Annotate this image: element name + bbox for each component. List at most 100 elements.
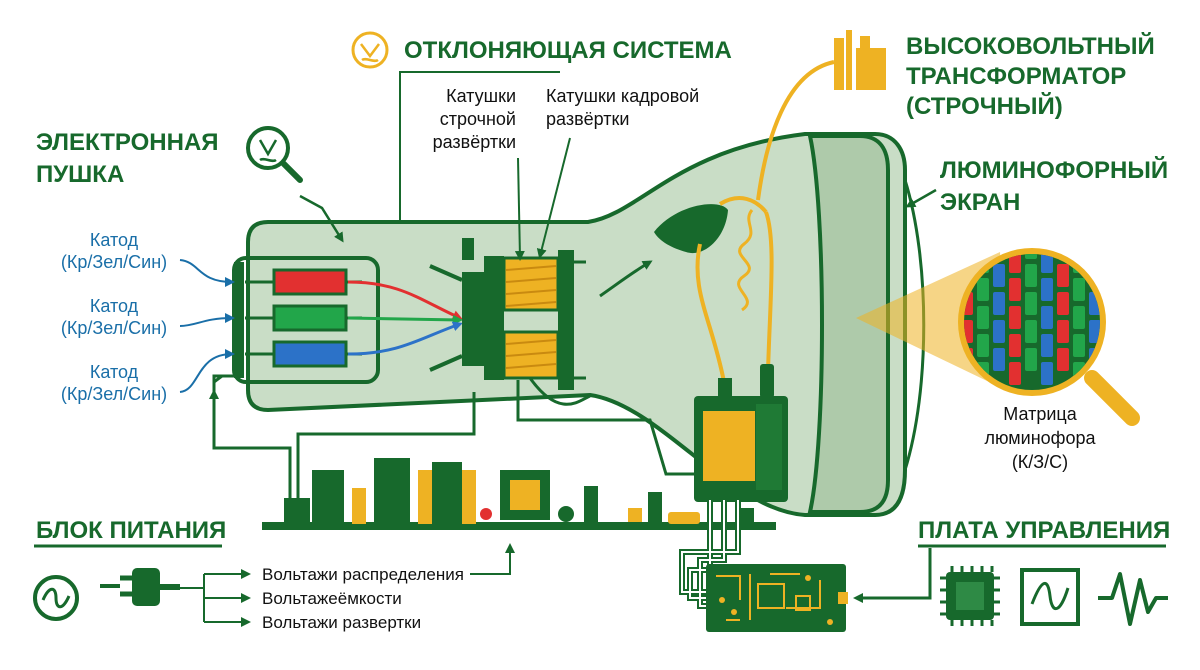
phosphor-label-2: люминофора (984, 428, 1096, 448)
crt-screen-face (807, 134, 890, 514)
phosphor-grid (964, 254, 1100, 385)
phosphor-dot (1073, 334, 1085, 357)
coil-v-label-1: Катушки кадровой (546, 86, 699, 106)
screen-leader (905, 188, 937, 208)
cathode-arrow-3 (179, 349, 235, 393)
cathode-label-3a: Катод (90, 362, 139, 382)
power-up-arrow (470, 543, 515, 575)
transformer-heading-3: (СТРОЧНЫЙ) (906, 92, 1063, 120)
phosphor-dot (964, 320, 973, 343)
transformer-icon (834, 30, 886, 90)
cathode-label-2b: (Кр/Зел/Син) (61, 318, 167, 338)
coil-h-label-3: развёртки (433, 132, 516, 152)
gun-leader (299, 194, 344, 243)
beam-red (347, 280, 463, 320)
wire-gun-to-board-b (296, 392, 476, 498)
transformer-lead (756, 60, 835, 201)
cathode-green (245, 304, 362, 332)
gun-heading-2: ПУШКА (36, 161, 124, 188)
phosphor-dot (993, 348, 1005, 371)
gun-heading-1: ЭЛЕКТРОННАЯ (36, 129, 219, 156)
phosphor-dot (1057, 320, 1069, 343)
power-output-2: Вольтажеёмкости (262, 589, 402, 608)
hv-spring (737, 209, 754, 312)
phosphor-dot (1025, 320, 1037, 343)
beam-blue (347, 321, 463, 356)
anode-wire (718, 196, 768, 214)
coil-h-leader (514, 157, 525, 261)
cathode-label-3b: (Кр/Зел/Син) (61, 384, 167, 404)
power-split (180, 573, 248, 623)
cathode-blue (245, 340, 362, 368)
phosphor-dot (993, 320, 1005, 343)
phosphor-dot (1009, 306, 1021, 329)
phosphor-dot (1073, 278, 1085, 301)
phosphor-dot (1009, 362, 1021, 385)
phosphor-dot (1009, 334, 1021, 357)
control-heading: ПЛАТА УПРАВЛЕНИЯ (918, 517, 1170, 544)
phosphor-label-3: (К/З/С) (1012, 452, 1068, 472)
beam-green (347, 314, 463, 325)
wire-yoke-top (528, 377, 591, 406)
ac-plug-icon (33, 568, 180, 621)
magnifier-wave-icon (246, 126, 303, 183)
phosphor-dot (1089, 320, 1100, 343)
phosphor-dot (977, 334, 989, 357)
sine-wave-circle-icon (351, 31, 389, 69)
phosphor-dot (964, 254, 973, 259)
cathode-red (245, 268, 362, 296)
phosphor-dot (1041, 306, 1053, 329)
cathode-label-1a: Катод (90, 230, 139, 250)
phosphor-dot (1009, 278, 1021, 301)
coil-v-leader (536, 137, 571, 259)
phosphor-dot (1041, 334, 1053, 357)
beam-to-screen (599, 260, 653, 298)
coil-v-label-2: развёртки (546, 109, 629, 129)
phosphor-dot (977, 306, 989, 329)
phosphor-dot (1041, 362, 1053, 385)
power-output-1: Вольтажи распределения (262, 565, 464, 584)
phosphor-dot (1041, 278, 1053, 301)
deflection-heading: ОТКЛОНЯЮЩАЯ СИСТЕМА (404, 37, 732, 64)
phosphor-dot (964, 292, 973, 315)
phosphor-label-1: Матрица (1003, 404, 1077, 424)
transformer-heading-1: ВЫСОКОВОЛЬТНЫЙ (906, 32, 1155, 60)
oscilloscope-sine-icon (1020, 568, 1080, 626)
gun-stubs (429, 264, 463, 372)
power-board (262, 458, 776, 530)
phosphor-dot (1025, 264, 1037, 287)
cathode-arrow-1 (179, 259, 235, 287)
power-heading: БЛОК ПИТАНИЯ (36, 517, 226, 544)
phosphor-dot (1057, 264, 1069, 287)
phosphor-dot (993, 264, 1005, 287)
cathode-label-1b: (Кр/Зел/Син) (61, 252, 167, 272)
control-arrow (853, 548, 932, 603)
transformer-heading-2: ТРАНСФОРМАТОР (906, 63, 1126, 90)
phosphor-dot (1025, 292, 1037, 315)
chip-icon (940, 566, 1000, 626)
deflection-yoke (462, 238, 586, 390)
phosphor-dot (1025, 348, 1037, 371)
phosphor-dot (1089, 254, 1100, 259)
cathode-arrow-2 (179, 313, 235, 327)
screen-heading-1: ЛЮМИНОФОРНЫЙ (940, 156, 1168, 184)
phosphor-dot (1073, 306, 1085, 329)
pulse-wave-icon (1098, 572, 1168, 626)
anode-cap (654, 204, 728, 254)
phosphor-dot (977, 278, 989, 301)
control-board (706, 564, 848, 632)
phosphor-dot (1025, 254, 1037, 259)
wire-gun-side (209, 374, 223, 399)
hv-wire-right (764, 211, 774, 373)
phosphor-dot (1057, 348, 1069, 371)
coil-h-label-1: Катушки (446, 86, 516, 106)
screen-heading-2: ЭКРАН (940, 189, 1020, 216)
hv-wire-left (695, 243, 726, 383)
phosphor-dot (1057, 292, 1069, 315)
coil-h-label-2: строчной (440, 109, 516, 129)
flyback-transformer (694, 364, 788, 502)
power-output-3: Вольтажи развертки (262, 613, 421, 632)
gun-base (234, 262, 244, 378)
